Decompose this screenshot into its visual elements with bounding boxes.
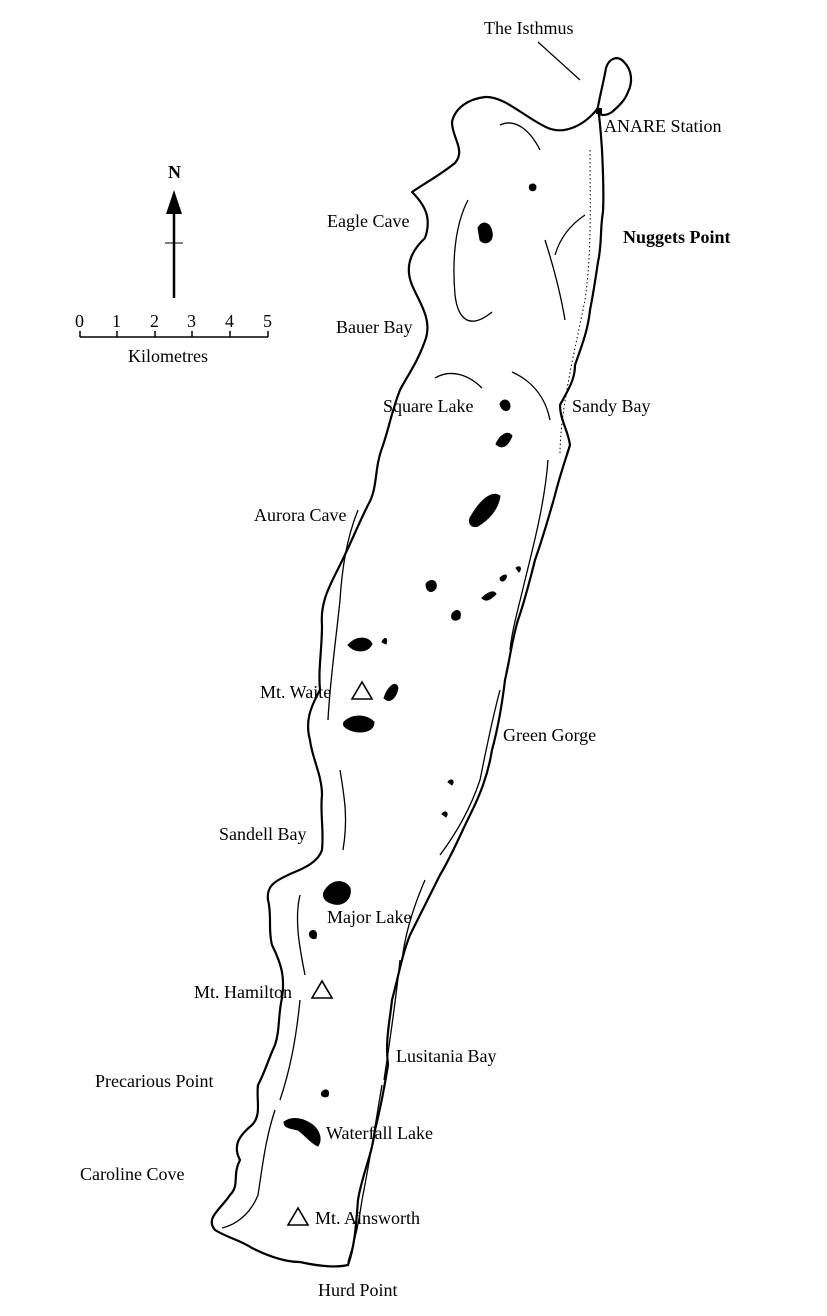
north-arrow-icon xyxy=(166,190,182,214)
anare-station-marker xyxy=(596,108,602,114)
label-the-isthmus: The Isthmus xyxy=(484,18,574,38)
label-mt-hamilton: Mt. Hamilton xyxy=(194,982,292,1002)
label-lusitania-bay: Lusitania Bay xyxy=(396,1046,496,1066)
lake-waite-3 xyxy=(383,683,399,701)
mt-ainsworth-peak-icon xyxy=(286,1206,310,1226)
label-mt-waite: Mt. Waite xyxy=(260,682,331,702)
lake-waite-2 xyxy=(381,637,388,645)
scale-unit-label: Kilometres xyxy=(128,346,208,366)
label-sandell-bay: Sandell Bay xyxy=(219,824,307,844)
lake-central-6 xyxy=(451,610,461,621)
label-major-lake: Major Lake xyxy=(327,907,411,927)
scale-tick-2: 2 xyxy=(150,311,159,331)
lake-central-4 xyxy=(499,574,507,582)
square-lake-shape xyxy=(499,399,511,412)
lake-central-5 xyxy=(515,566,521,573)
mt-waite-peak-icon xyxy=(350,680,374,700)
waterfall-lake-shape xyxy=(283,1118,321,1147)
lakes xyxy=(283,183,537,1147)
label-aurora-cave: Aurora Cave xyxy=(254,505,346,525)
label-hurd-point: Hurd Point xyxy=(318,1280,398,1300)
label-precarious-point: Precarious Point xyxy=(95,1071,214,1091)
lake-north-1 xyxy=(477,222,493,244)
scale-tick-3: 3 xyxy=(187,311,196,331)
label-bauer-bay: Bauer Bay xyxy=(336,317,412,337)
lake-waite-4 xyxy=(343,715,375,733)
scale-tick-5: 5 xyxy=(263,311,272,331)
lake-central-3 xyxy=(481,591,497,601)
lake-waite-1 xyxy=(347,637,373,652)
island-coastline xyxy=(210,95,605,1268)
scale-tick-1: 1 xyxy=(112,311,121,331)
lake-central-2 xyxy=(425,580,437,592)
isthmus-peninsula xyxy=(595,57,633,117)
lake-central-1 xyxy=(469,493,501,527)
label-anare-station: ANARE Station xyxy=(604,116,722,136)
label-caroline-cove: Caroline Cove xyxy=(80,1164,184,1184)
label-waterfall-lake: Waterfall Lake xyxy=(326,1123,433,1143)
lake-gorge-2 xyxy=(441,811,448,818)
major-lake-shape xyxy=(323,881,351,905)
lake-sandy-1 xyxy=(495,432,513,448)
lake-north-2 xyxy=(528,183,537,192)
label-nuggets-point: Nuggets Point xyxy=(623,227,731,247)
label-square-lake: Square Lake xyxy=(383,396,473,416)
mt-hamilton-peak-icon xyxy=(310,979,334,999)
scale-tick-0: 0 xyxy=(75,311,84,331)
north-arrow: N xyxy=(165,162,183,298)
scale-tick-4: 4 xyxy=(225,311,234,331)
label-sandy-bay: Sandy Bay xyxy=(572,396,651,416)
lake-major-2 xyxy=(309,929,317,939)
place-labels: The Isthmus ANARE Station Eagle Cave Nug… xyxy=(80,18,731,1300)
isthmus-leader-line xyxy=(537,41,581,81)
escarpment-lines xyxy=(221,122,591,1263)
label-mt-ainsworth: Mt. Ainsworth xyxy=(315,1208,420,1228)
scale-bar: 0 1 2 3 4 5 Kilometres xyxy=(75,311,272,366)
north-label: N xyxy=(168,162,181,182)
lake-gorge-1 xyxy=(447,779,454,786)
lake-lusitania-1 xyxy=(321,1089,329,1098)
label-eagle-cave: Eagle Cave xyxy=(327,211,409,231)
label-green-gorge: Green Gorge xyxy=(503,725,596,745)
